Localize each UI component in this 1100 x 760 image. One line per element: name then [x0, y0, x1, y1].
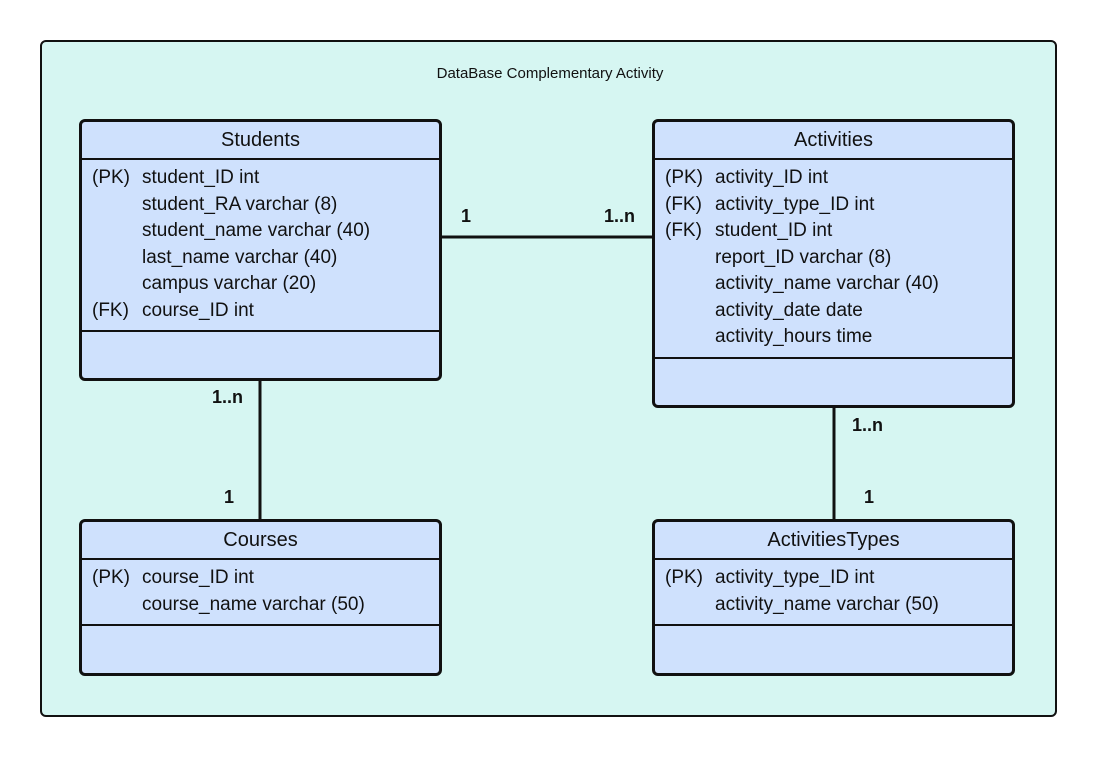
attribute-text: activity_type_ID int — [715, 567, 875, 588]
attribute-text: last_name varchar (40) — [142, 246, 338, 268]
cardinality-activities-side: 1..n — [604, 206, 636, 226]
attribute-key: (FK) — [665, 220, 702, 241]
attribute-row: (FK) student_ID int — [665, 218, 1002, 245]
attribute-row: (PK) activity_ID int — [665, 165, 1002, 192]
attribute-text: course_name varchar (50) — [142, 593, 365, 615]
attribute-list: (PK) activity_type_ID int activity_name va… — [655, 560, 1012, 626]
attribute-row: course_name varchar (50) — [92, 592, 429, 619]
attribute-list: (PK) student_ID int student_RA varchar (8)… — [82, 160, 439, 332]
methods-section — [655, 626, 1012, 673]
attribute-row: (FK) activity_type_ID int — [665, 192, 1002, 219]
attribute-row: student_name varchar (40) — [92, 218, 429, 245]
entity-activities-types[interactable]: ActivitiesTypes (PK) activity_type_ID int… — [652, 519, 1015, 676]
attribute-text: campus varchar (20) — [142, 273, 317, 294]
attribute-key: (FK) — [665, 193, 702, 215]
entity-name: ActivitiesTypes — [655, 522, 1012, 560]
cardinality-activities-types-upper: 1..n — [852, 415, 884, 435]
attribute-row: activity_date date — [665, 298, 1002, 325]
entity-name: Students — [82, 122, 439, 160]
attribute-row: (PK) activity_type_ID int — [665, 565, 1002, 592]
attribute-row: activity_name varchar (50) — [665, 592, 1002, 619]
attribute-text: activity_name varchar (40) — [715, 273, 939, 294]
attribute-text: activity_ID int — [715, 167, 828, 188]
diagram-title: DataBase Complementary Activity — [436, 65, 664, 82]
entity-name: Courses — [82, 522, 439, 560]
attribute-row: (FK) course_ID int — [92, 298, 429, 325]
attribute-row: campus varchar (20) — [92, 271, 429, 298]
attribute-key: (PK) — [665, 567, 703, 588]
attribute-text: student_name varchar (40) — [142, 220, 371, 241]
attribute-text: report_ID varchar (8) — [715, 246, 892, 268]
cardinality-students-side: 1 — [461, 206, 472, 226]
cardinality-students-courses-upper: 1..n — [212, 387, 244, 407]
attribute-text: student_ID int — [715, 220, 833, 241]
attribute-text: course_ID int — [142, 567, 254, 588]
attribute-text: student_RA varchar (8) — [142, 193, 338, 215]
attribute-text: student_ID int — [142, 167, 260, 188]
entity-students[interactable]: Students (PK) student_ID int student_RA va… — [79, 119, 442, 381]
methods-section — [655, 359, 1012, 406]
cardinality-students-courses-lower: 1 — [224, 487, 235, 507]
methods-section — [82, 332, 439, 378]
cardinality-activities-types-lower: 1 — [864, 487, 875, 507]
entity-courses[interactable]: Courses (PK) course_ID int course_name var… — [79, 519, 442, 676]
attribute-key: (PK) — [665, 167, 703, 188]
attribute-text: course_ID int — [142, 299, 254, 321]
entity-activities[interactable]: Activities (PK) activity_ID int (FK) activi… — [652, 119, 1015, 408]
attribute-row: last_name varchar (40) — [92, 245, 429, 272]
attribute-row: student_RA varchar (8) — [92, 192, 429, 219]
attribute-text: activity_date date — [715, 299, 863, 321]
attribute-row: (PK) student_ID int — [92, 165, 429, 192]
attribute-row: activity_name varchar (40) — [665, 271, 1002, 298]
attribute-text: activity_hours time — [715, 326, 873, 347]
methods-section — [82, 626, 439, 673]
attribute-key: (PK) — [92, 567, 130, 588]
attribute-text: activity_type_ID int — [715, 193, 875, 215]
attribute-text: activity_name varchar (50) — [715, 593, 939, 615]
attribute-list: (PK) course_ID int course_name varchar (50… — [82, 560, 439, 626]
attribute-list: (PK) activity_ID int (FK) activity_type_ID … — [655, 160, 1012, 359]
attribute-row: (PK) course_ID int — [92, 565, 429, 592]
attribute-row: report_ID varchar (8) — [665, 245, 1002, 272]
entity-name: Activities — [655, 122, 1012, 160]
attribute-key: (PK) — [92, 167, 130, 188]
attribute-row: activity_hours time — [665, 324, 1002, 351]
attribute-key: (FK) — [92, 299, 129, 321]
